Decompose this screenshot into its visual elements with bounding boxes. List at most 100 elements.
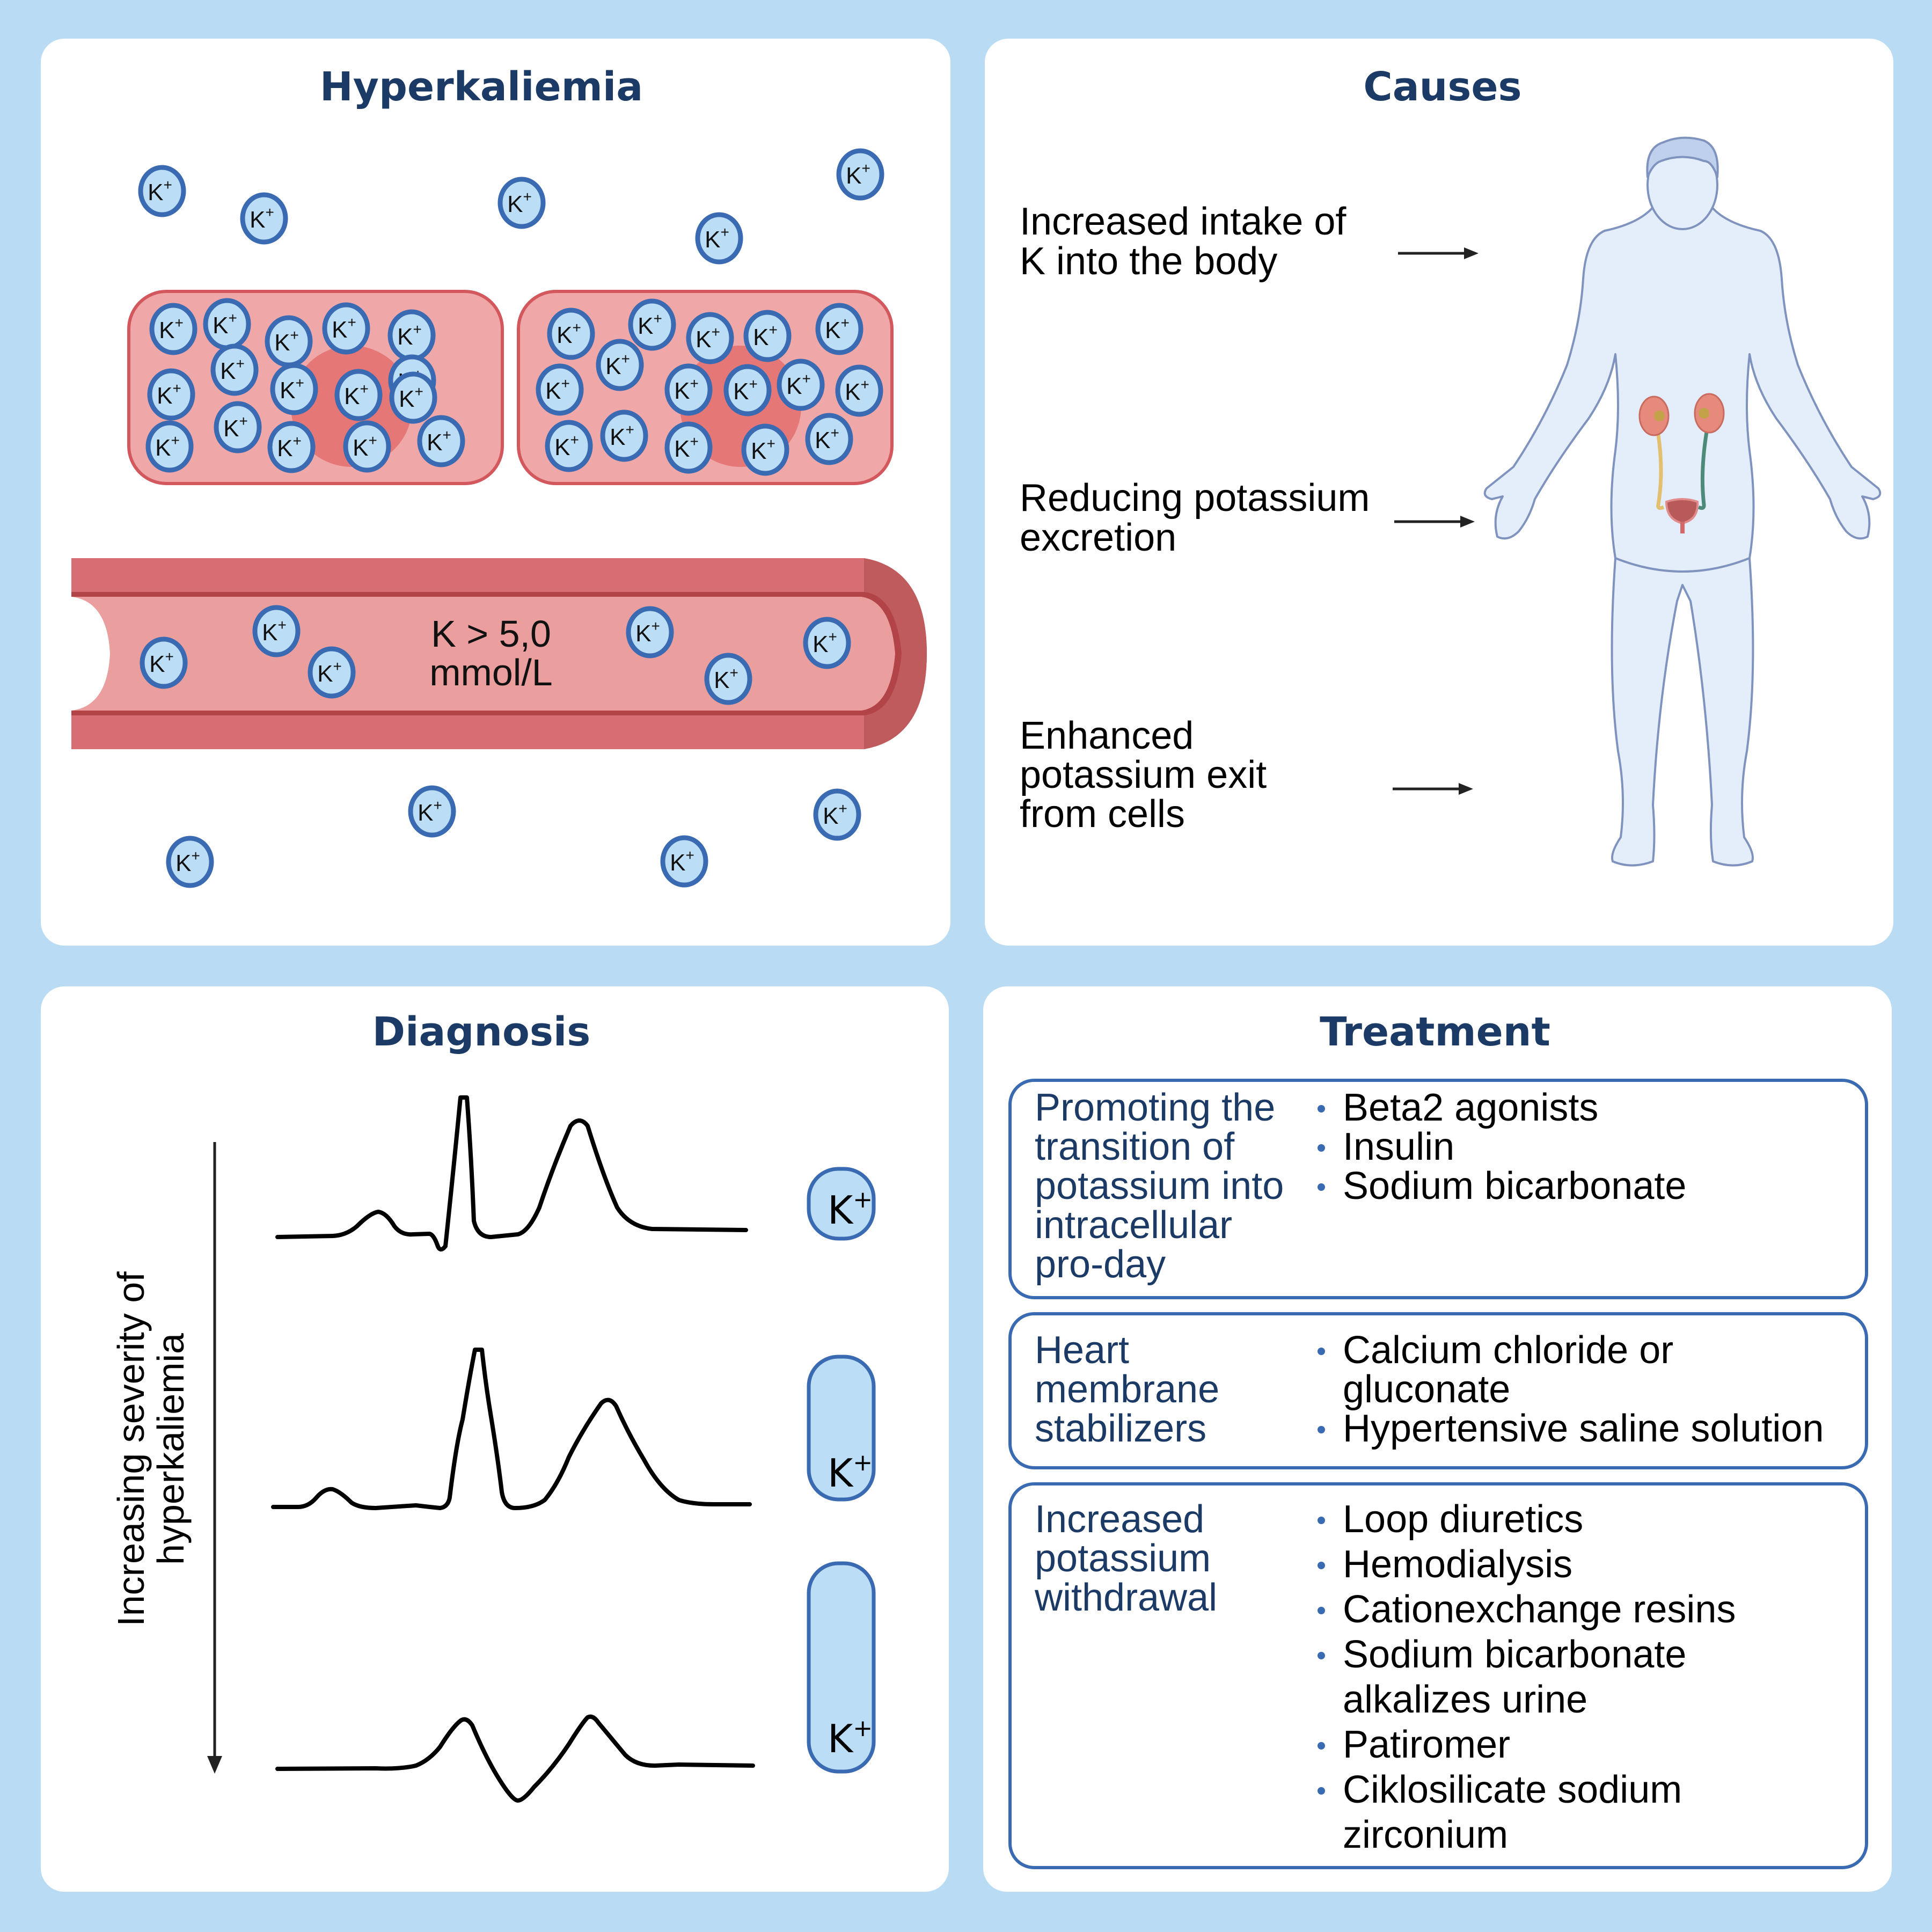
ion-circle (803, 617, 851, 669)
ion-label: K+ (344, 380, 369, 409)
ion-circle (308, 646, 356, 699)
cause-text-line: excretion (1020, 516, 1176, 559)
ion-circle (600, 409, 648, 462)
ion-circle (149, 303, 197, 355)
treatment-item-line: Ciklosilicate sodium (1343, 1768, 1682, 1811)
blood-vessel: K > 5,0 mmol/L K+K+K+K+K+K+ (71, 558, 927, 749)
potassium-ion: K+ (596, 339, 644, 391)
treatment-item-line: Sodium bicarbonate (1343, 1633, 1686, 1676)
ion-label: K+ (753, 321, 778, 350)
treatment-item-line: Calcium chloride or (1343, 1329, 1673, 1372)
bullet-icon (1318, 1348, 1325, 1355)
cause-text-line: K into the body (1020, 240, 1277, 283)
ion-circle (686, 312, 734, 364)
ion-label: K+ (638, 310, 662, 339)
ion-label: K+ (157, 380, 181, 409)
bullet-icon (1318, 1787, 1325, 1795)
ion-label: K+ (825, 314, 850, 343)
potassium-ion: K+ (334, 369, 383, 421)
potassium-ion: K+ (138, 165, 186, 217)
bullet-icon (1318, 1183, 1325, 1191)
treatment-item-line: gluconate (1343, 1368, 1510, 1411)
ion-label: K+ (751, 435, 775, 464)
ion-circle (270, 363, 318, 415)
potassium-ion: K+ (803, 617, 851, 669)
potassium-ion: K+ (214, 401, 262, 453)
ion-circle (140, 636, 188, 689)
cell-right: K+K+K+K+K+K+K+K+K+K+K+K+K+K+K+K+ (517, 290, 894, 485)
ion-circle (240, 192, 288, 245)
potassium-ion: K+ (149, 303, 197, 355)
body-torso (1483, 203, 1882, 573)
ion-circle (322, 302, 370, 355)
treatment-group-box (1008, 1079, 1868, 1299)
panel-title: Treatment (1320, 1009, 1550, 1055)
potassium-ion: K+ (600, 409, 648, 462)
ion-label: K+ (696, 324, 720, 353)
ion-circle (805, 413, 853, 465)
treatment-item-line: Sodium bicarbonate (1343, 1165, 1686, 1208)
ion-label: K+ (554, 431, 579, 460)
ion-circle (704, 653, 752, 705)
potassium-ion: K+ (267, 421, 316, 473)
ion-label: K+ (397, 321, 422, 350)
ion-circle (723, 364, 772, 416)
k-level-capsule (807, 1561, 876, 1774)
treatment-item-line: Beta2 agonists (1343, 1086, 1598, 1129)
ion-circle (626, 606, 674, 658)
potassium-ion: K+ (203, 298, 251, 350)
ecg-waveform-mild (275, 1095, 748, 1252)
ion-circle (138, 165, 186, 217)
vessel-opening (71, 597, 110, 711)
k-level-capsule (807, 1167, 876, 1241)
potassium-ion: K+ (777, 358, 825, 411)
ion-circle (147, 368, 195, 421)
ion-label: K+ (846, 160, 870, 189)
k-level-indicator-severe: K+ (807, 1561, 876, 1774)
potassium-ion: K+ (813, 788, 861, 841)
cause-text-line: Increased intake of (1020, 200, 1346, 243)
ion-label: K+ (213, 310, 237, 339)
potassium-ion: K+ (704, 653, 752, 705)
body-hair (1646, 136, 1719, 178)
ion-label: K+ (262, 617, 287, 646)
ion-label: K+ (635, 618, 660, 647)
potassium-ion: K+ (536, 363, 584, 416)
treatment-category-line: potassium (1035, 1537, 1211, 1580)
treatment-category-line: potassium into (1035, 1165, 1284, 1208)
k-level-capsule (807, 1355, 876, 1502)
ureter-left (1656, 434, 1665, 510)
ion-label: K+ (815, 425, 839, 453)
ion-label: K+ (545, 375, 570, 404)
panel-title: Diagnosis (372, 1009, 591, 1055)
treatment-item-line: Hemodialysis (1343, 1543, 1572, 1586)
ion-circle (777, 358, 825, 411)
ion-circle (664, 363, 713, 416)
arrow-right-icon (1398, 247, 1479, 259)
k-level-label: K+ (828, 1715, 873, 1761)
human-body-figure (1483, 136, 1882, 867)
treatment-category-line: Promoting the (1035, 1086, 1275, 1129)
treatment-group-box (1008, 1482, 1868, 1869)
k-level-indicator-mild: K+ (807, 1167, 876, 1241)
potassium-ion: K+ (660, 835, 708, 888)
ion-group-extracellular: K+K+K+K+K+K+K+K+K+ (138, 148, 884, 888)
potassium-ion: K+ (686, 312, 734, 364)
ion-circle (547, 308, 595, 360)
treatment-item-line: alkalizes urine (1343, 1678, 1587, 1721)
ion-circle (628, 298, 676, 351)
treatment-item-line: Loop diuretics (1343, 1498, 1583, 1541)
ion-circle (417, 415, 465, 467)
ion-label: K+ (605, 350, 630, 379)
panel-card (983, 986, 1892, 1892)
ion-label: K+ (149, 648, 174, 677)
k-level-indicator-moderate: K+ (807, 1355, 876, 1502)
ion-circle (536, 363, 584, 416)
treatment-group-box (1008, 1312, 1868, 1469)
ion-label: K+ (399, 383, 423, 412)
cause-item: Increased intake of K into the body (1020, 200, 1479, 283)
ion-label: K+ (155, 432, 180, 461)
